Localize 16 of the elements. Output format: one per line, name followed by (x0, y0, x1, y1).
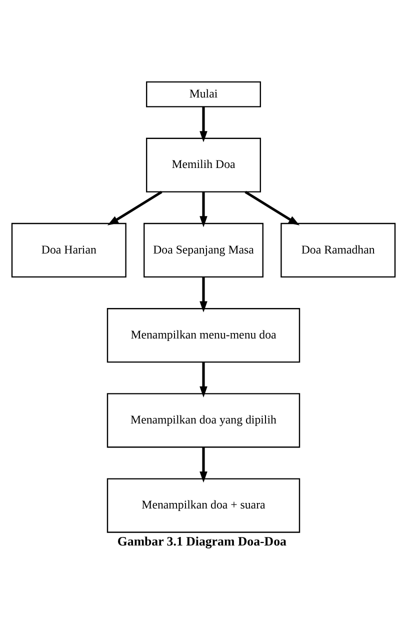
arrow (200, 362, 208, 397)
node-box: Doa Sepanjang Masa (144, 222, 264, 278)
arrow (200, 191, 208, 227)
node-box: Mulai (146, 80, 261, 107)
node-box: Doa Ramadhan (280, 222, 396, 278)
node-box: Doa Harian (11, 222, 126, 278)
node-box: Menampilkan doa + suara (106, 478, 300, 532)
arrow (200, 106, 208, 142)
node-box: Menampilkan doa yang dipilih (106, 392, 300, 448)
caption: Gambar 3.1 Diagram Doa-Doa (117, 534, 286, 548)
arrow (107, 190, 162, 225)
arrow (200, 276, 208, 312)
arrow (200, 446, 208, 482)
node-box: Menampilkan menu-menu doa (106, 308, 300, 362)
arrow (244, 190, 300, 225)
node-box: Memilih Doa (146, 137, 261, 192)
